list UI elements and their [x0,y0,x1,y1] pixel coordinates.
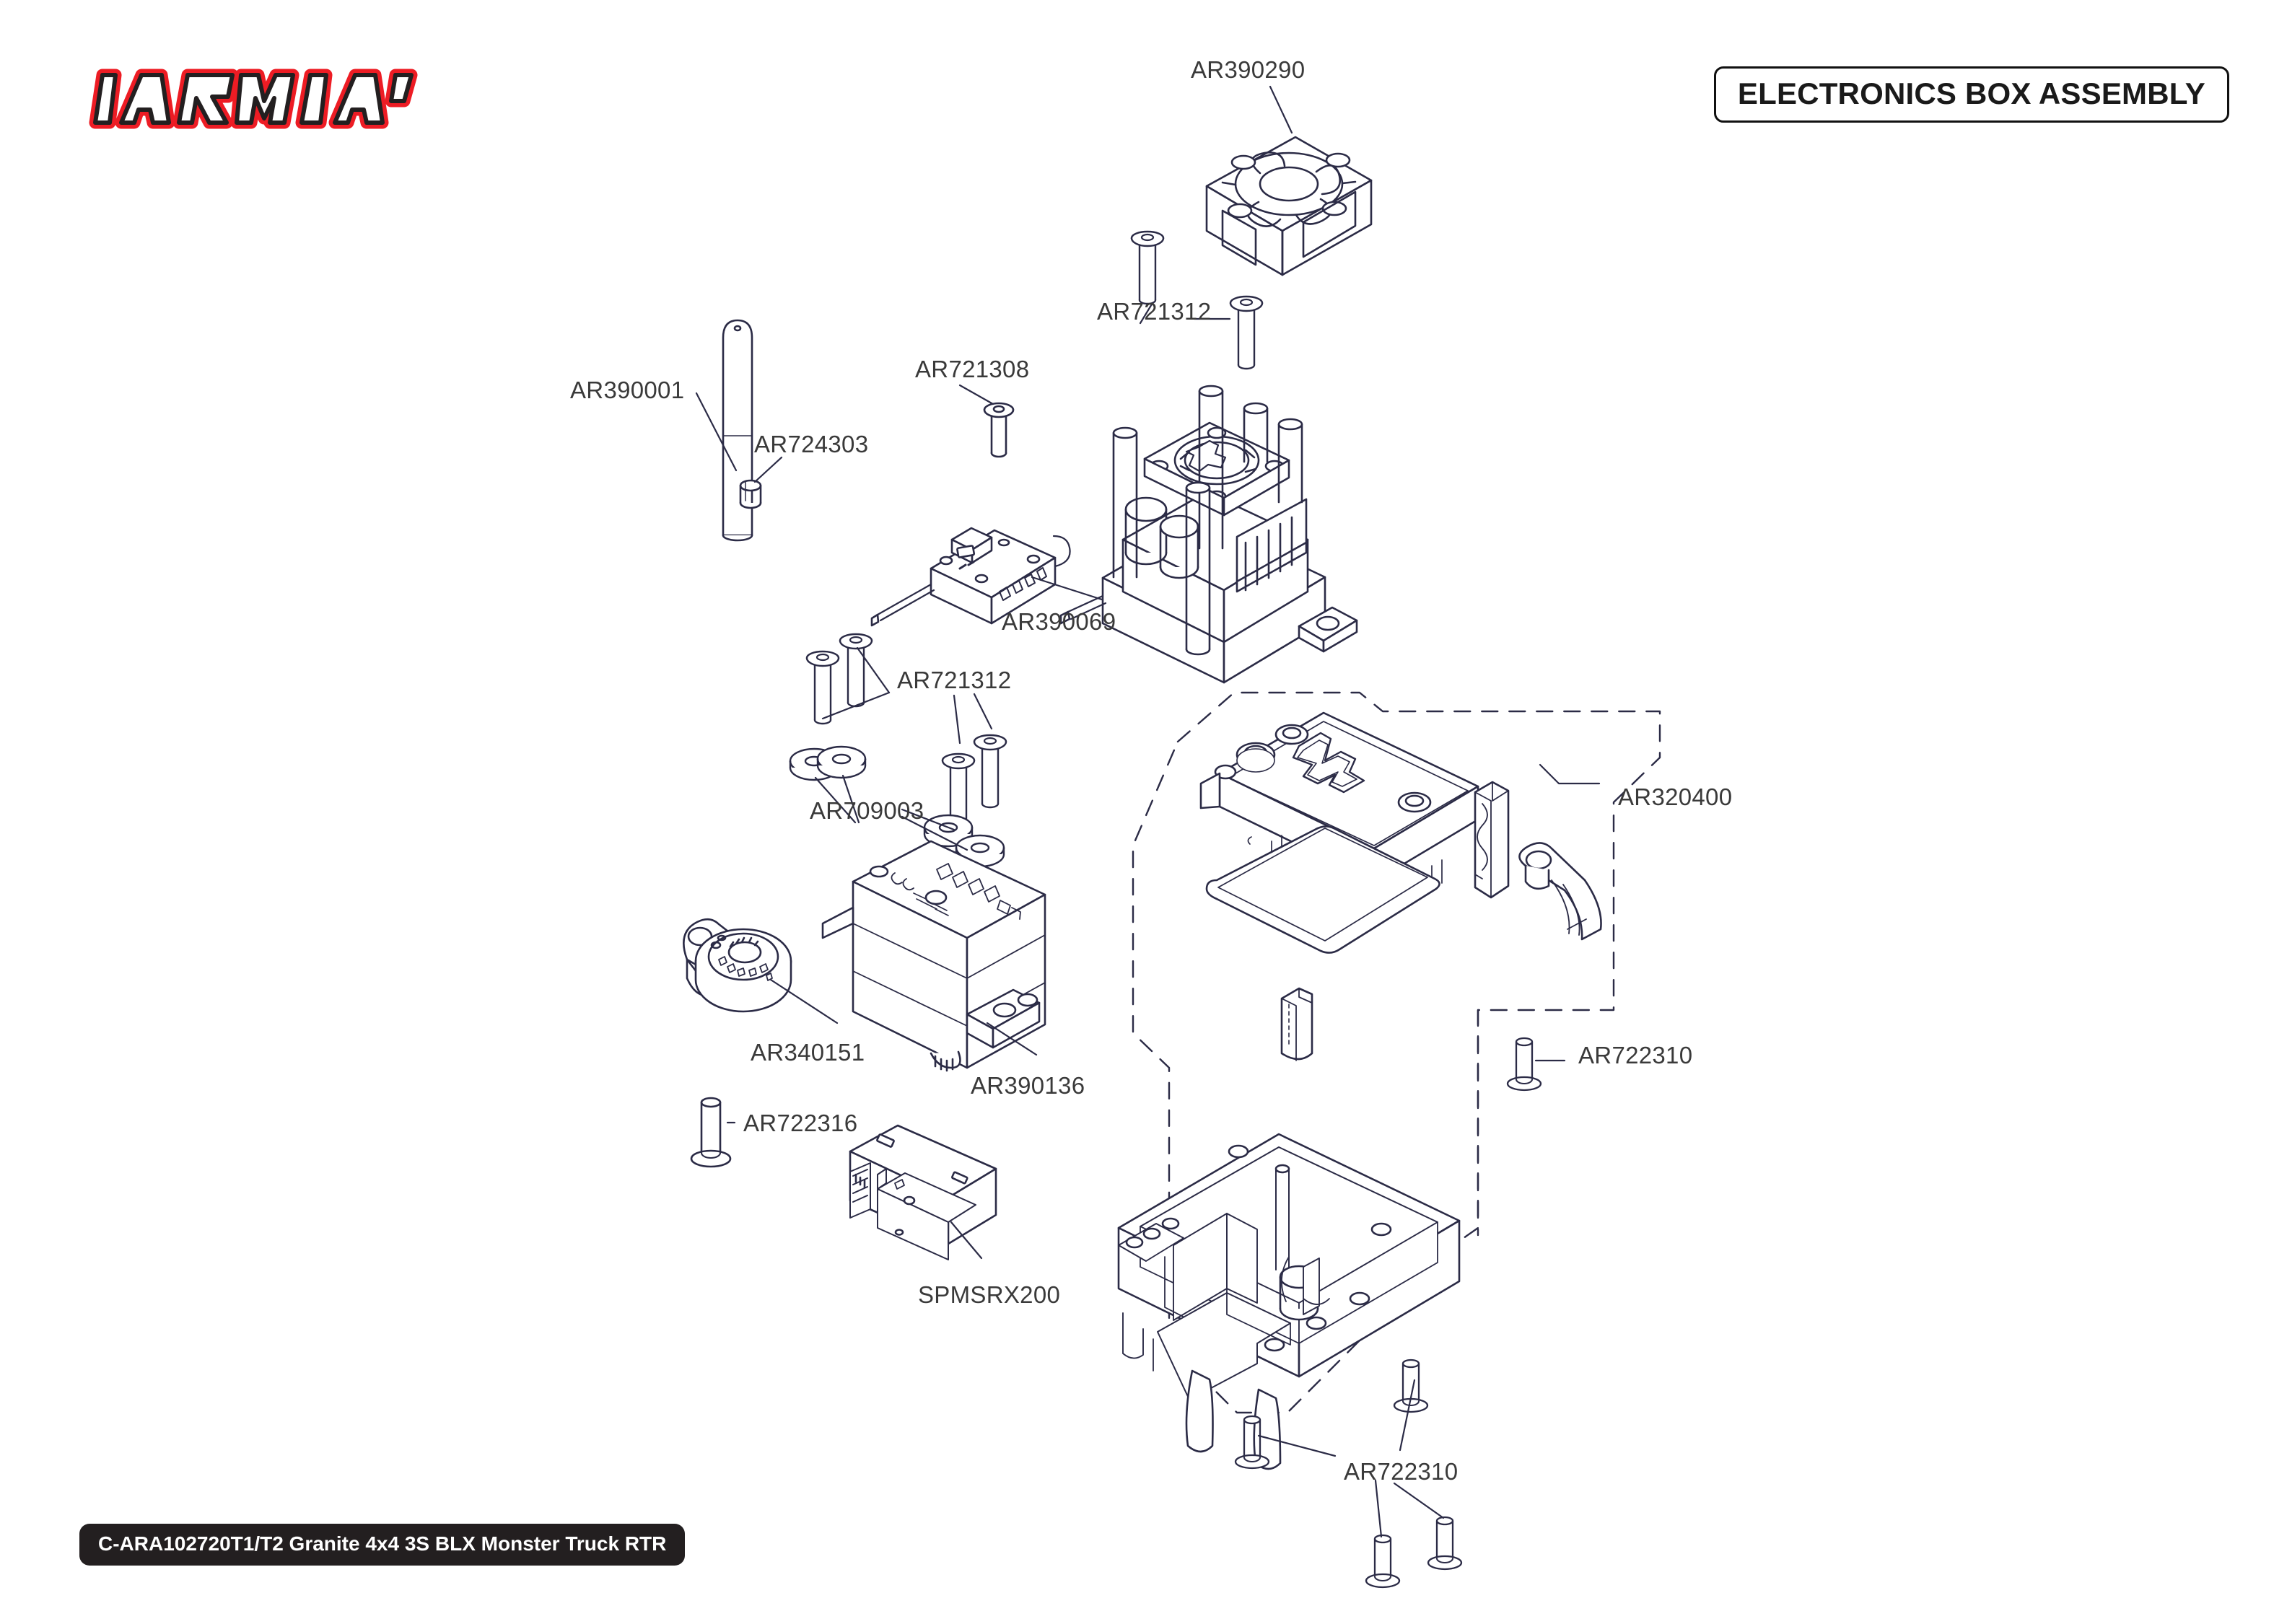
antenna-clip-part [1280,987,1313,1061]
label-ar390069: AR390069 [1002,608,1116,635]
washer-b [816,745,867,779]
box-screw-lower-c [1427,1516,1463,1571]
arrma-logo [78,56,432,136]
servo-screw-part [690,1097,732,1168]
esc-screw-d [973,734,1007,809]
cooling-fan-part [1205,136,1373,276]
box-screw-lower-b [1393,1359,1429,1413]
label-ar722316: AR722316 [743,1110,858,1136]
box-gasket-part [1205,825,1440,954]
label-ar390136: AR390136 [971,1072,1085,1099]
label-ar721312-esc: AR721312 [897,667,1012,693]
fan-screw-b [1229,295,1264,370]
label-ar721312-fan: AR721312 [1097,298,1212,325]
page-title-text: ELECTRONICS BOX ASSEMBLY [1737,76,2205,110]
box-side-clip-part [1474,781,1510,899]
label-ar390001: AR390001 [570,377,685,403]
label-ar320400: AR320400 [1618,784,1733,810]
label-ar722310-upper: AR722310 [1578,1042,1693,1068]
servo-horn-part [683,918,792,1013]
label-ar340151: AR340151 [751,1039,865,1066]
esc-unit-part [1059,385,1358,684]
model-code-text: C-ARA102720T1/T2 Granite 4x4 3S BLX Mons… [98,1532,667,1555]
label-ar724303: AR724303 [754,431,869,457]
label-ar709003: AR709003 [810,797,924,824]
label-ar390290: AR390290 [1191,56,1306,83]
power-switch-part [870,527,1071,627]
fan-screw-a [1130,230,1165,305]
model-code-badge: C-ARA102720T1/T2 Granite 4x4 3S BLX Mons… [79,1524,686,1566]
receiver-part [849,1124,997,1260]
box-base-part [1117,1133,1461,1470]
antenna-cap-part [739,479,762,509]
label-spmsrx200: SPMSRX200 [918,1281,1061,1308]
page-title: ELECTRONICS BOX ASSEMBLY [1713,66,2229,123]
box-latch-part [1518,842,1602,941]
box-lid-part [1199,711,1479,890]
esc-screw-b [839,633,873,708]
steering-servo-part [821,840,1046,1072]
box-screw-upper-part [1506,1037,1542,1092]
esc-screw-a [805,650,840,725]
label-ar722310-lower: AR722310 [1344,1458,1459,1485]
switch-screw-part [983,402,1015,458]
box-screw-lower-d [1365,1534,1401,1589]
label-ar721308: AR721308 [915,356,1030,382]
